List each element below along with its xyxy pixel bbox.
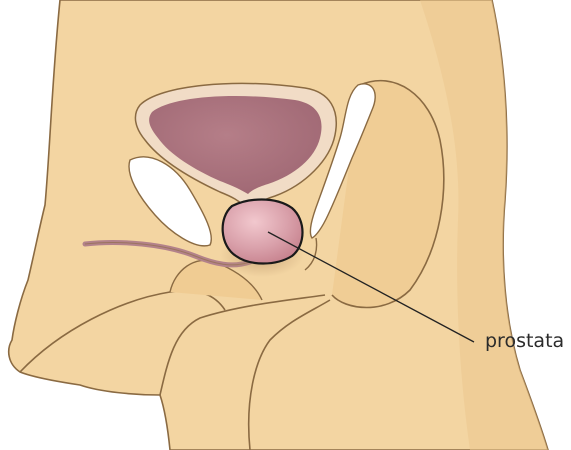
prostata-label: prostata xyxy=(485,330,564,352)
prostate xyxy=(223,200,303,264)
